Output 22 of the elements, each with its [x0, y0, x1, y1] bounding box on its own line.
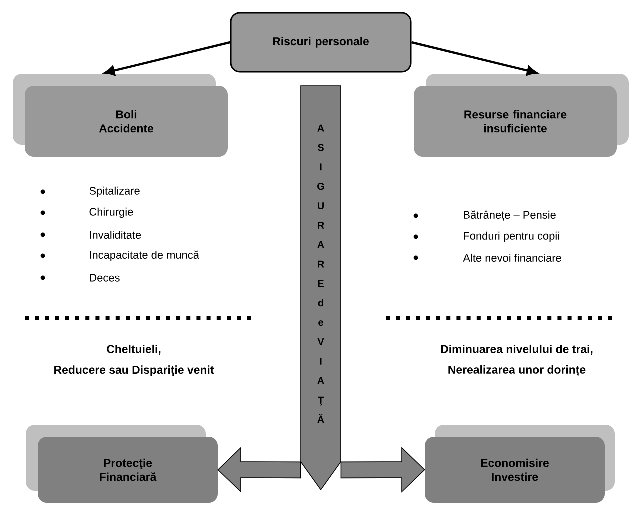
- list-item: Bătrânețe – Pensie: [464, 210, 556, 222]
- vertical-arrow-bar: ASIGURARE de VIAŢĂ: [300, 86, 342, 491]
- caption-text: Nerealizarea unor dorințe: [448, 366, 586, 376]
- caption-text: Diminuarea nivelului de trai,: [441, 344, 593, 356]
- list-item: Incapacitate de muncă: [90, 250, 200, 262]
- arrow: [412, 41, 538, 76]
- block-arrow: [218, 447, 302, 493]
- rounded-box: Economisire Investire: [425, 437, 605, 503]
- rounded-box: Riscuri personale: [230, 12, 412, 73]
- rounded-box: Resurse financiare insuficiente: [414, 86, 617, 157]
- block-arrow: [340, 447, 426, 493]
- rounded-box: Protecţie Financiară: [38, 437, 218, 503]
- list-item: Alte nevoi financiare: [463, 254, 562, 262]
- list-item: Deces: [90, 274, 120, 282]
- caption-text: Reducere sau Dispariţie venit: [54, 366, 214, 376]
- arrow: [104, 41, 231, 76]
- list-item: Chirurgie: [90, 208, 134, 218]
- caption-text: Cheltuieli,: [107, 344, 161, 356]
- list-item: Fonduri pentru copii: [464, 232, 560, 242]
- list-item: Invaliditate: [90, 230, 142, 240]
- list-item: Spitalizare: [90, 186, 140, 198]
- rounded-box: Boli Accidente: [25, 86, 228, 157]
